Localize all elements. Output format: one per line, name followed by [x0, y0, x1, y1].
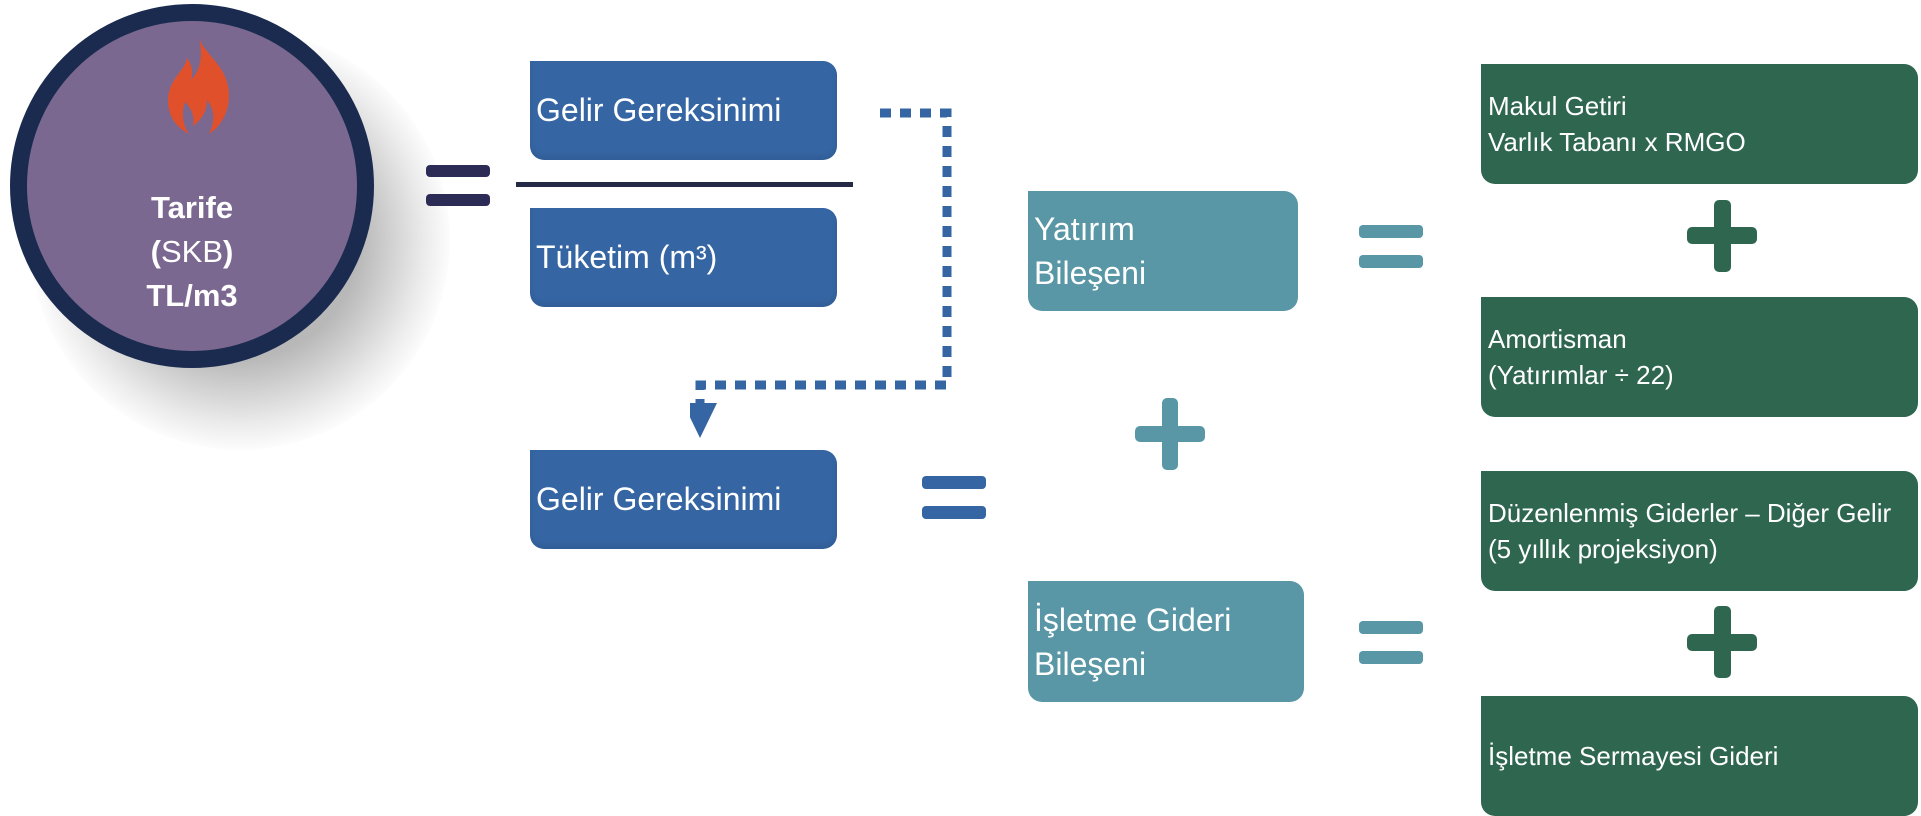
equals-sign-operating-bottom — [1359, 651, 1423, 664]
depreciation-line1: Amortisman — [1488, 324, 1627, 354]
consumption-denominator: Tüketim (m³) — [530, 208, 837, 307]
tariff-paren-close: ) — [223, 234, 234, 269]
equals-sign-investment-top — [1359, 225, 1423, 238]
investment-component-box: Yatırım Bileşeni — [1028, 191, 1298, 311]
tariff-text: Tarife (SKB) TL/m3 — [10, 186, 374, 318]
equals-sign-top — [426, 165, 490, 177]
arrow-head — [690, 403, 717, 438]
return-line2: Varlık Tabanı x RMGO — [1488, 127, 1746, 157]
dotted-connector-arrow — [690, 108, 952, 438]
working-capital-line1: İşletme Sermayesi Gideri — [1488, 741, 1779, 771]
revenue-requirement-label: Gelir Gereksinimi — [536, 481, 782, 517]
tariff-paren-open: ( — [150, 234, 161, 269]
plus-sign-investment-v — [1714, 200, 1731, 272]
tariff-label: Tarife — [150, 190, 234, 225]
equals-sign-revenue-bottom — [922, 506, 986, 519]
plus-sign-operating-v — [1714, 606, 1731, 678]
depreciation-box: Amortisman (Yatırımlar ÷ 22) — [1481, 297, 1918, 417]
plus-sign-components-v — [1162, 398, 1178, 470]
flame-icon — [167, 38, 229, 134]
tariff-code: SKB — [160, 234, 224, 269]
operating-line2: Bileşeni — [1034, 645, 1147, 682]
revenue-requirement-box: Gelir Gereksinimi — [530, 450, 837, 549]
reasonable-return-box: Makul Getiri Varlık Tabanı x RMGO — [1481, 64, 1918, 184]
tariff-unit: TL/m3 — [146, 278, 238, 313]
operating-component-box: İşletme Gideri Bileşeni — [1028, 581, 1304, 702]
opex-line2: (5 yıllık projeksiyon) — [1488, 534, 1718, 564]
opex-line1: Düzenlenmiş Giderler – Diğer Gelir — [1488, 498, 1892, 528]
denominator-label: Tüketim (m³) — [536, 239, 718, 275]
equals-sign-investment-bottom — [1359, 255, 1423, 268]
return-line1: Makul Getiri — [1488, 91, 1627, 121]
equals-sign-revenue-top — [922, 476, 986, 489]
investment-line2: Bileşeni — [1034, 255, 1147, 291]
numerator-label: Gelir Gereksinimi — [536, 92, 782, 128]
equals-sign-operating-top — [1359, 621, 1423, 634]
fraction-line — [516, 182, 853, 187]
depreciation-line2: (Yatırımlar ÷ 22) — [1488, 360, 1674, 390]
operating-line1: İşletme Gideri — [1034, 601, 1232, 638]
regulated-expenses-box: Düzenlenmiş Giderler – Diğer Gelir (5 yı… — [1481, 471, 1918, 591]
investment-line1: Yatırım — [1034, 211, 1135, 247]
revenue-requirement-numerator: Gelir Gereksinimi — [530, 61, 837, 160]
working-capital-box: İşletme Sermayesi Gideri — [1481, 696, 1918, 816]
equals-sign-bottom — [426, 194, 490, 206]
